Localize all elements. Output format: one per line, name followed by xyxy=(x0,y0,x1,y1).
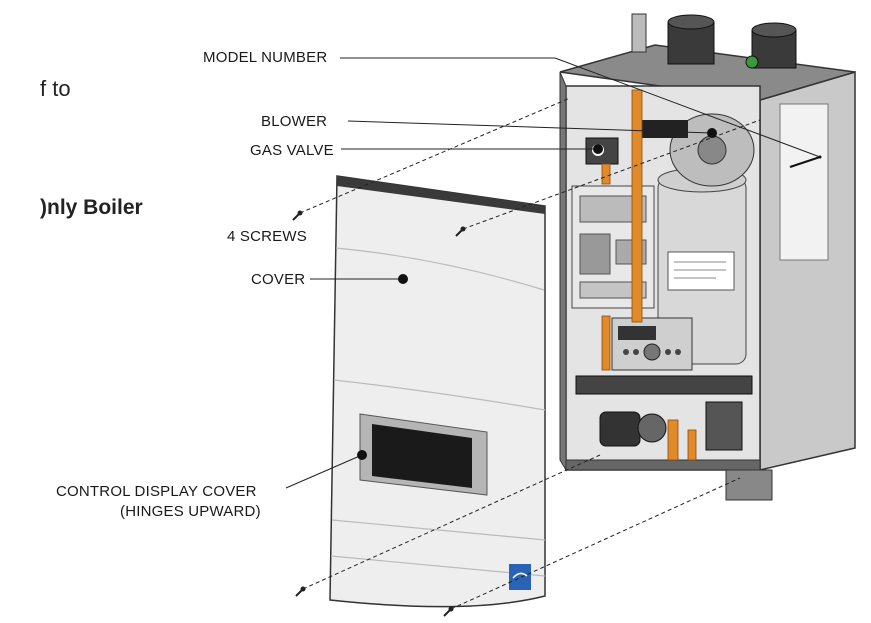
front-cover xyxy=(329,175,546,608)
energy-star-logo xyxy=(509,564,531,590)
label-model-number: MODEL NUMBER xyxy=(203,49,328,66)
leader-dots xyxy=(357,128,822,460)
screw-icon xyxy=(443,606,454,617)
partial-heading: )nly Boiler xyxy=(40,196,143,219)
vent-pipes xyxy=(631,13,797,69)
pump-assembly xyxy=(575,375,773,501)
gas-pipes xyxy=(601,89,697,461)
leader-lines xyxy=(285,57,821,489)
label-hinges-upward: (HINGES UPWARD) xyxy=(120,503,261,520)
partial-body-text: f to xyxy=(40,76,71,101)
label-control-display-cover: CONTROL DISPLAY COVER xyxy=(56,483,257,500)
label-gas-valve: GAS VALVE xyxy=(250,142,334,159)
label-screws: 4 SCREWS xyxy=(227,228,307,245)
screw-icon xyxy=(295,586,306,597)
label-blower: BLOWER xyxy=(261,113,328,130)
screw-paths xyxy=(299,97,761,610)
control-panel xyxy=(611,317,693,371)
screw-icon xyxy=(292,210,303,221)
label-cover: COVER xyxy=(251,271,306,288)
